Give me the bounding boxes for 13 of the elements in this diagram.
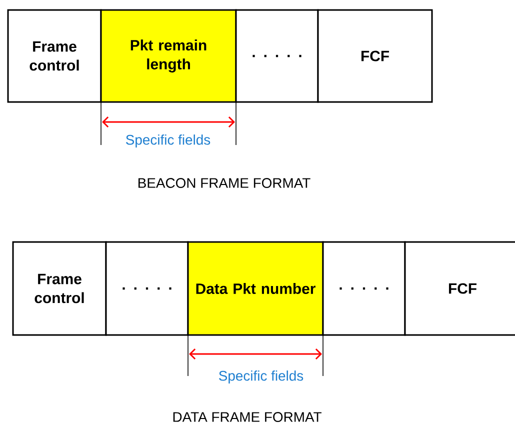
field-cell: Frame control: [7, 9, 102, 103]
frame-caption: DATA FRAME FORMAT: [173, 412, 322, 422]
field-cell: Data Pkt number: [187, 241, 324, 336]
frame-caption: BEACON FRAME FORMAT: [138, 178, 310, 188]
field-cell: FCF: [404, 241, 515, 336]
field-cell: . . . . .: [105, 241, 189, 336]
field-cell: . . . . .: [235, 9, 319, 103]
field-cell: Pkt remain length: [100, 9, 237, 103]
field-label: Specific fields: [219, 370, 304, 384]
field-cell: FCF: [317, 9, 433, 103]
field-cell: . . . . .: [322, 241, 406, 336]
field-label: Specific fields: [126, 134, 210, 148]
field-cell: Frame control: [12, 241, 107, 336]
